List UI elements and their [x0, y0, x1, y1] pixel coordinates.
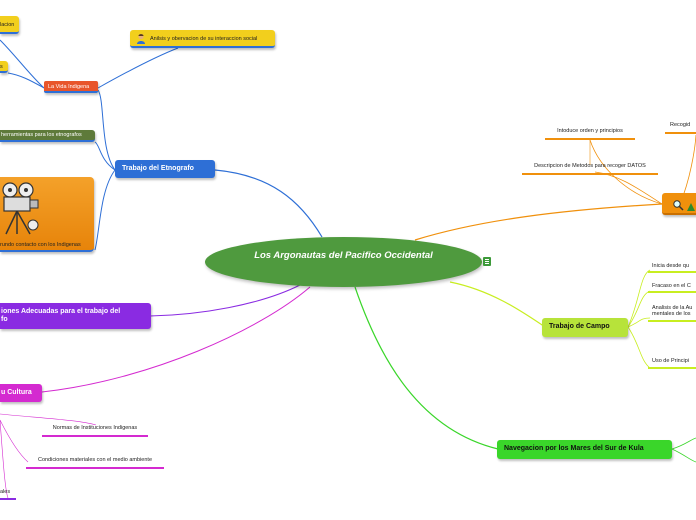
topic-condiciones-label-line2: fo: [1, 316, 8, 323]
topic-recogida[interactable]: Recogid: [665, 122, 696, 134]
topic-introduce[interactable]: Intoduce orden y principios: [545, 128, 635, 140]
note-icon[interactable]: [483, 257, 491, 266]
topic-analisis[interactable]: Anilsis y obervacion de su interaccion s…: [130, 30, 275, 48]
topic-s[interactable]: s: [0, 61, 8, 73]
link-condiciones: [149, 284, 301, 317]
topic-herramientas-label: herramientas para los etnografos: [1, 132, 82, 138]
topic-relacion-label: lacion: [0, 22, 15, 28]
film-camera-icon: [0, 180, 42, 236]
topic-condiciones-materiales-label: Condiciones materiales con el medio ambi…: [37, 457, 153, 463]
topic-relacion[interactable]: lacion: [0, 16, 19, 34]
topic-introduce-label: Intoduce orden y principios: [557, 128, 623, 134]
topic-fracaso[interactable]: Fracaso en el C: [648, 283, 696, 293]
topic-trabajo-campo-label: Trabajo de Campo: [549, 323, 610, 330]
topic-normas[interactable]: Normas de Instituciones Indigenas: [42, 425, 148, 437]
link-campo: [449, 281, 546, 328]
topic-cultura[interactable]: u Cultura: [0, 384, 42, 402]
topic-ales-label: ales: [0, 489, 11, 495]
topic-navegacion[interactable]: Navegacion por los Mares del Sur de Kula: [497, 440, 672, 459]
central-topic[interactable]: Los Argonautas del Pacifico Occidental: [205, 237, 482, 287]
topic-contacto[interactable]: rundo contacto con los Indigenas: [0, 177, 94, 252]
topic-navegacion-label: Navegacion por los Mares del Sur de Kula: [504, 445, 644, 452]
magnifier-icon: [672, 198, 684, 216]
topic-metodos[interactable]: [662, 193, 696, 215]
topic-condiciones-label-line1: iones Adecuadas para el trabajo del: [1, 308, 121, 315]
topic-ales[interactable]: ales: [0, 489, 16, 500]
topic-uso-label: Uso de Principi: [652, 358, 689, 364]
topic-s-label: s: [0, 64, 3, 70]
link-metodos: [414, 203, 663, 241]
topic-trabajo-campo[interactable]: Trabajo de Campo: [542, 318, 628, 337]
topic-trabajo-etnografo[interactable]: Trabajo del Etnografo: [115, 160, 215, 178]
topic-descripcion-label: Descripcion de Metodos para recoger DATO…: [534, 163, 646, 169]
link-cultura: [41, 286, 311, 393]
topic-normas-label: Normas de Instituciones Indigenas: [52, 425, 138, 431]
topic-analisis-au-line1: Analisis de la Au: [652, 305, 693, 311]
topic-analisis-label: Anilsis y obervacion de su interaccion s…: [150, 36, 258, 42]
topic-inicia-label: Inicia desde qu: [652, 263, 689, 269]
note-icon: [686, 199, 696, 217]
topic-analisis-au[interactable]: Analisis de la Au mentales de los: [648, 305, 696, 322]
topic-trabajo-etnografo-label: Trabajo del Etnografo: [122, 165, 194, 172]
topic-descripcion[interactable]: Descripcion de Metodos para recoger DATO…: [522, 163, 658, 175]
topic-contacto-label: rundo contacto con los Indigenas: [0, 242, 81, 248]
topic-condiciones[interactable]: iones Adecuadas para el trabajo del fo: [0, 303, 151, 329]
link-navegacion: [354, 286, 499, 450]
link-etnografo: [214, 169, 323, 238]
topic-analisis-au-line2: mentales de los: [652, 311, 691, 317]
topic-recogida-label: Recogid: [670, 122, 691, 128]
topic-herramientas[interactable]: herramientas para los etnografos: [0, 130, 95, 142]
topic-condiciones-materiales[interactable]: Condiciones materiales con el medio ambi…: [26, 457, 164, 469]
topic-inicia[interactable]: Inicia desde qu: [648, 263, 696, 273]
topic-vida-indigena-label: La Vida Indigena: [48, 84, 90, 90]
person-icon: [136, 33, 146, 45]
topic-uso[interactable]: Uso de Principi: [648, 358, 696, 369]
topic-fracaso-label: Fracaso en el C: [652, 283, 691, 289]
topic-vida-indigena[interactable]: La Vida Indigena: [44, 81, 98, 93]
topic-cultura-label: u Cultura: [1, 389, 32, 396]
central-topic-label: Los Argonautas del Pacifico Occidental: [254, 250, 433, 261]
